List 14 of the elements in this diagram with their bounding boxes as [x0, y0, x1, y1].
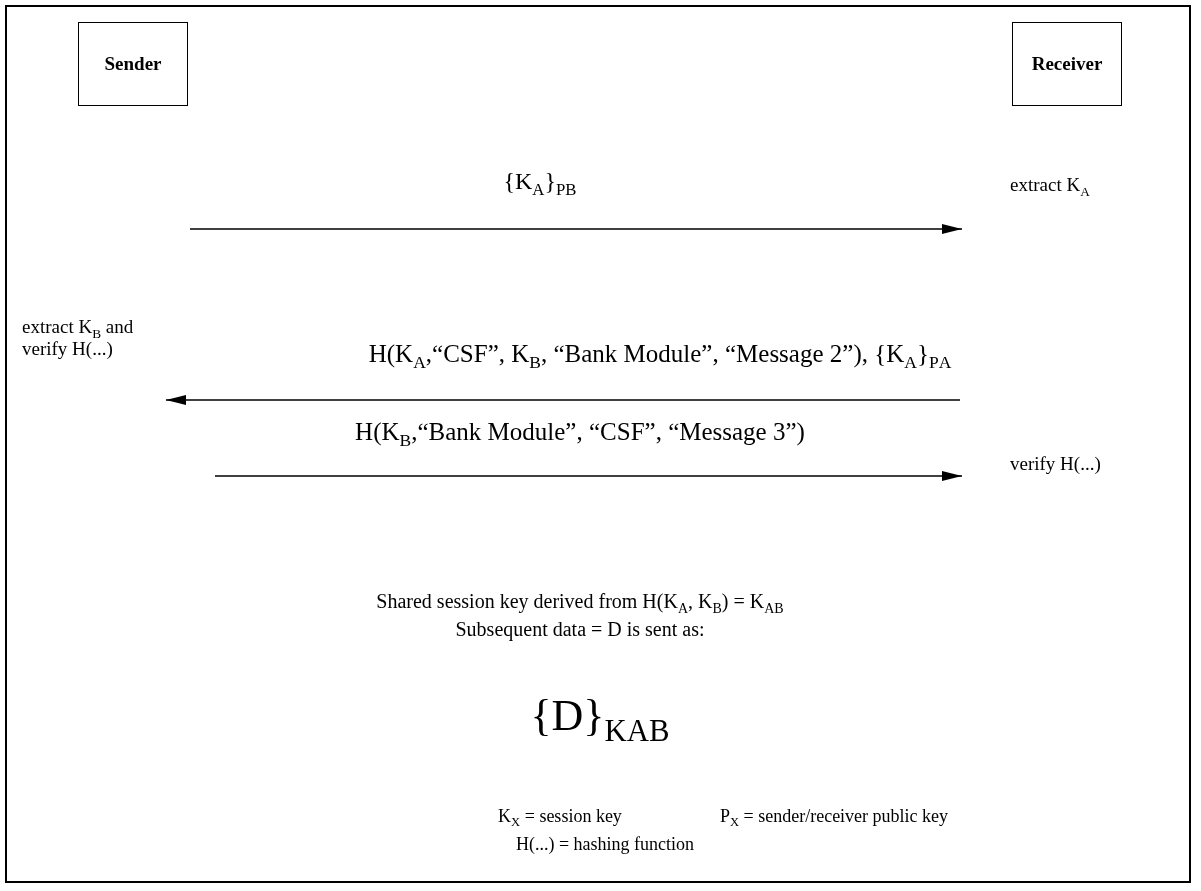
note-text: P$_{X}$ = sender/receiver public key	[719, 806, 949, 827]
actor-box: Receiver	[1012, 22, 1122, 106]
edge-label: H(K$_{B}$,“Bank Module”, “CSF”, “Message 3”)	[355, 418, 805, 446]
note-text: Shared session key derived from H(K$_{A}$, K$_{B}$) = K$_{AB}$	[376, 590, 784, 613]
arrow	[214, 471, 963, 481]
action-note: extract K$_{A}$	[962, 160, 1162, 240]
actor-box: Sender	[78, 22, 188, 106]
action-note: verify H(...)	[962, 445, 1162, 490]
note-text: K$_{X}$ = session key	[498, 806, 622, 827]
action-note: extract K$_{B}$ and verify H(...)	[20, 312, 166, 407]
arrow	[189, 224, 963, 234]
arrow	[165, 395, 961, 405]
note-text: Subsequent data = D is sent as:	[455, 618, 705, 641]
note-text: H(...) = hashing function	[515, 834, 695, 855]
